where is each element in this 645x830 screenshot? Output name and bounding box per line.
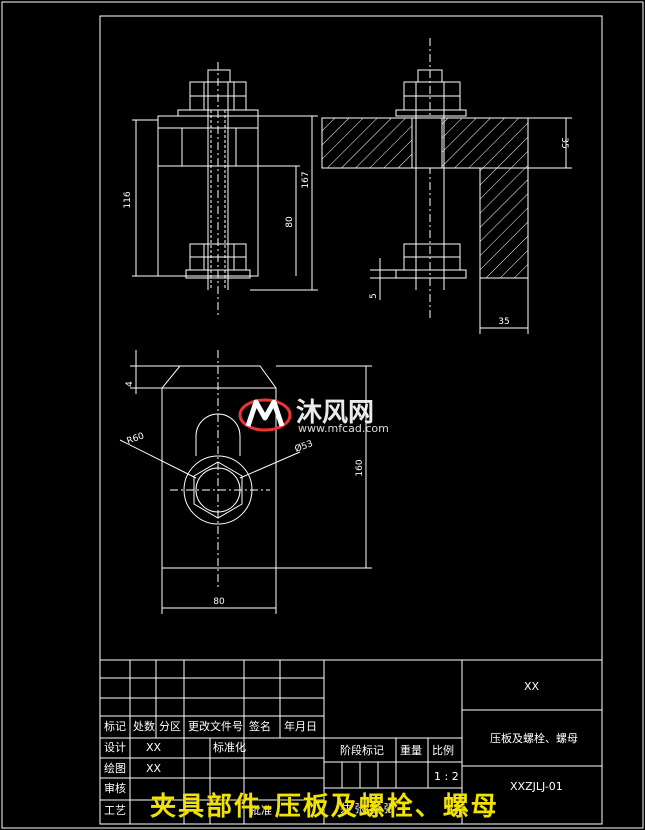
tb-header-change-doc: 更改文件号: [188, 720, 243, 733]
tb-sheet-text: 共 张 第 张: [340, 802, 395, 815]
top-dim-width: 80: [213, 597, 225, 607]
caption-banner: 夹具部件-压板及螺栓、螺母: [150, 792, 499, 822]
front-dim-total: 116: [123, 191, 133, 208]
tb-company: XX: [524, 680, 540, 693]
title-block-grid: [99, 659, 603, 825]
tb-scale-value: 1 : 2: [434, 770, 459, 783]
tb-design-value: XX: [146, 741, 162, 754]
front-view: [132, 62, 318, 315]
top-dim-gap: 4: [125, 381, 135, 387]
tb-header-date: 年月日: [284, 720, 317, 733]
tb-weight-label: 重量: [400, 744, 422, 757]
watermark: 沐风网 www.mfcad.com: [238, 392, 389, 442]
tb-header-mark: 标记: [104, 720, 126, 733]
tb-review-label: 审核: [104, 782, 126, 795]
watermark-brand: 沐风网: [296, 398, 375, 428]
tb-stage-label: 阶段标记: [340, 744, 384, 757]
tb-design-label: 设计: [104, 741, 126, 754]
tb-drawing-no: XXZJLJ-01: [510, 780, 563, 793]
tb-scale-label: 比例: [432, 744, 454, 757]
top-dim-slot: R60: [126, 431, 146, 447]
tb-approve-label: 批准: [250, 804, 272, 817]
tb-standard-label: 标准化: [213, 741, 246, 754]
tb-draw-value: XX: [146, 762, 162, 775]
top-dim-dia: Ø53: [293, 438, 314, 455]
mfcad-logo-icon: [238, 398, 292, 432]
side-dim-nut: 5: [369, 293, 379, 299]
tb-header-zone: 分区: [159, 720, 181, 733]
side-dim-plate: 35: [559, 137, 569, 148]
top-view: [119, 350, 372, 614]
front-dim-height: 167: [301, 171, 311, 188]
tb-header-signature: 签名: [249, 720, 271, 733]
side-dim-block: 35: [498, 317, 509, 327]
top-dim-length: 160: [355, 459, 365, 476]
side-view: [321, 38, 572, 334]
tb-header-count: 处数: [133, 720, 155, 733]
tb-process-label: 工艺: [104, 804, 126, 817]
tb-draw-label: 绘图: [104, 762, 126, 775]
tb-part-name: 压板及螺栓、螺母: [490, 732, 578, 745]
front-dim-bolt: 80: [285, 216, 295, 228]
watermark-url: www.mfcad.com: [298, 422, 389, 435]
